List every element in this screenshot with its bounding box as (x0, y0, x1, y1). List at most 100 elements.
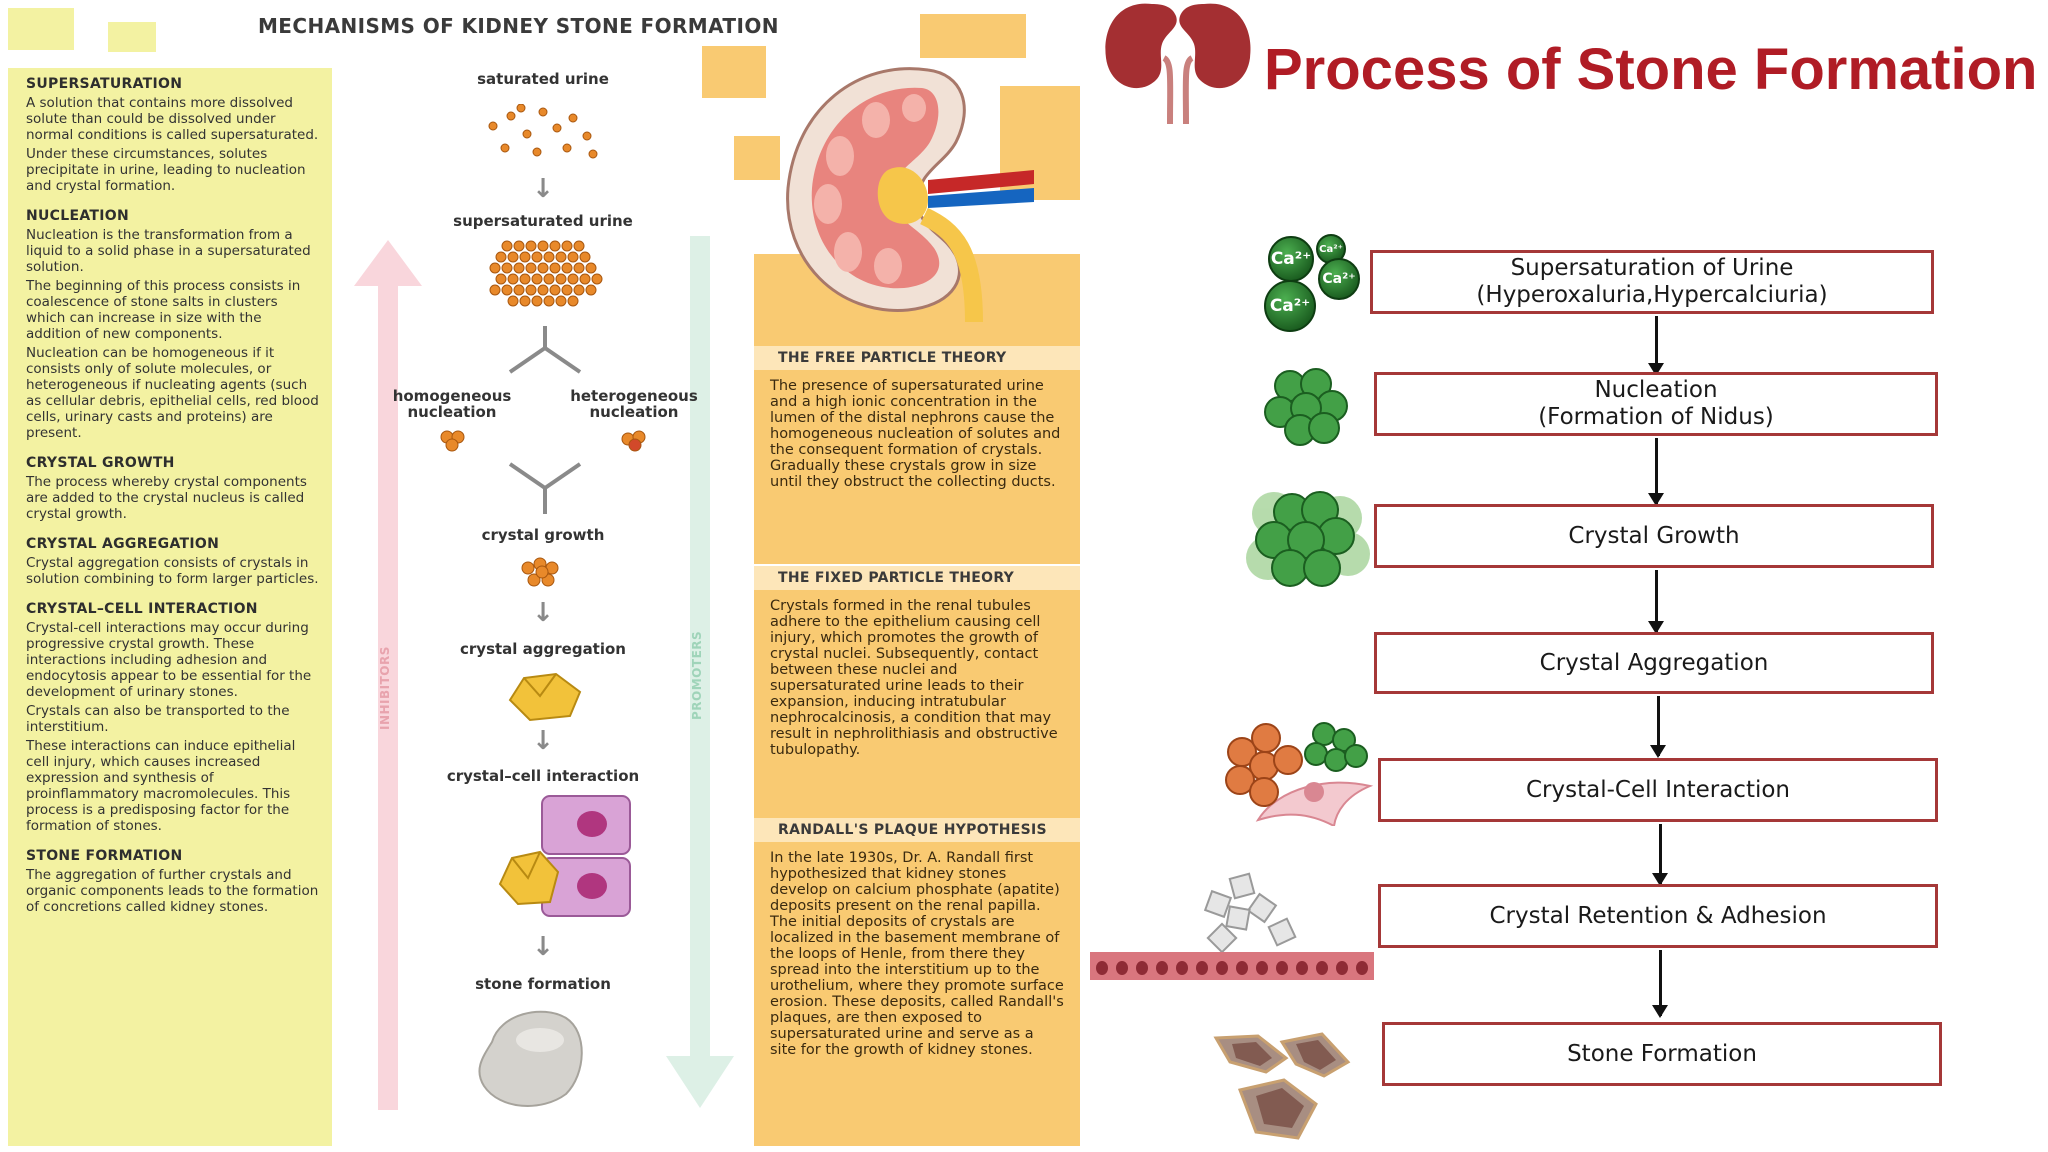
cell-nucleus (1216, 961, 1228, 975)
step-label: Crystal Aggregation (1539, 649, 1769, 676)
inhibitors-label-wrap: INHIBITORS (378, 640, 402, 730)
particle (501, 240, 513, 252)
flow-arrow (1648, 316, 1664, 376)
particle (531, 251, 543, 263)
promoters-arrow (666, 236, 734, 1108)
growth-cluster (521, 557, 559, 587)
particle (513, 284, 525, 296)
particle (507, 251, 519, 263)
cell-nucleus (1336, 961, 1348, 975)
calcium-ion-icon: Ca²⁺ (1264, 280, 1316, 332)
definition-title: CRYSTAL–CELL INTERACTION (26, 601, 258, 617)
particle (585, 284, 597, 296)
step-stone-formation: Stone Formation (1382, 1022, 1942, 1086)
particle (531, 295, 543, 307)
particle (543, 273, 555, 285)
calcium-ion-icon: Ca²⁺ (1268, 236, 1314, 282)
ion-label: Ca²⁺ (1322, 271, 1356, 287)
definition-text: The aggregation of further crystals and … (26, 867, 319, 915)
cell-nucleus (1316, 961, 1328, 975)
cell-nucleus (1196, 961, 1208, 975)
flow-crystal-growth: crystal growth (481, 526, 605, 544)
particle (495, 273, 507, 285)
particle (555, 273, 567, 285)
cell-nucleus (1096, 961, 1108, 975)
calcium-ion-icon: Ca²⁺ (1318, 258, 1360, 300)
definition-text: A solution that contains more dissolved … (26, 95, 319, 143)
particle (579, 251, 591, 263)
particle (507, 295, 519, 307)
step-label: Nucleation (1594, 377, 1718, 403)
flow-arrow (1652, 824, 1668, 886)
ion-label: Ca²⁺ (1270, 249, 1312, 269)
particle (573, 262, 585, 274)
flow-saturated-urine: saturated urine (477, 70, 609, 88)
nucleation-cluster-icon (1264, 368, 1348, 446)
fixed-particle-theory-panel: THE FIXED PARTICLE THEORY Crystals forme… (754, 566, 1080, 820)
step-sublabel: (Formation of Nidus) (1538, 404, 1774, 430)
particle (549, 284, 561, 296)
particle (543, 295, 555, 307)
flow-arrow (1648, 438, 1664, 506)
decor-block (702, 46, 766, 98)
down-arrow: ↓ (532, 598, 554, 628)
free-particle-theory-panel: THE FREE PARTICLE THEORY The presence of… (754, 346, 1080, 564)
particle (513, 240, 525, 252)
saturated-particles (488, 104, 598, 159)
particle (585, 262, 597, 274)
decor-block (108, 22, 156, 52)
particle (567, 251, 579, 263)
cell-nucleus (1236, 961, 1248, 975)
theory-text: The presence of supersaturated urine and… (770, 378, 1061, 490)
particle (543, 251, 555, 263)
particle (549, 240, 561, 252)
theory-text: Crystals formed in the renal tubules adh… (770, 598, 1058, 758)
particle (489, 284, 501, 296)
particle (555, 251, 567, 263)
particle (507, 273, 519, 285)
down-arrow: ↓ (532, 726, 554, 756)
definition-text: Under these circumstances, solutes preci… (26, 146, 306, 194)
particle (573, 240, 585, 252)
step-label: Crystal Retention & Adhesion (1489, 902, 1827, 929)
particle (537, 284, 549, 296)
definition-title: NUCLEATION (26, 208, 129, 224)
crystal-cell-interaction-icon (1225, 722, 1374, 826)
cell-nucleus (1296, 961, 1308, 975)
step-crystal-aggregation: Crystal Aggregation (1374, 632, 1934, 694)
decor-block (8, 8, 74, 50)
flow-stone-formation: stone formation (475, 975, 611, 993)
ion-label: Ca²⁺ (1319, 243, 1343, 255)
theory-text: In the late 1930s, Dr. A. Randall first … (770, 850, 1064, 1058)
promoters-label-wrap: PROMOTERS (690, 620, 714, 720)
particle (567, 295, 579, 307)
definition-text: Nucleation can be homogeneous if it cons… (26, 345, 319, 441)
process-title: Process of Stone Formation (1264, 37, 2038, 102)
step-label: Stone Formation (1567, 1040, 1757, 1067)
kidney-illustration (786, 67, 1034, 322)
cell-nucleus (1276, 961, 1288, 975)
particle (573, 284, 585, 296)
stone-formation-icon (1213, 1032, 1351, 1140)
definition-text: The beginning of this process consists i… (26, 278, 301, 342)
cell-nucleus (1176, 961, 1188, 975)
cell-nucleus (1256, 961, 1268, 975)
particle (519, 273, 531, 285)
particle (519, 295, 531, 307)
step-sublabel: (Hyperoxaluria,Hypercalciuria) (1476, 282, 1828, 308)
definition-text: Crystals can also be transported to the … (26, 703, 290, 735)
stone-illustration (478, 1010, 583, 1107)
flow-crystal-cell-interaction: crystal–cell interaction (446, 767, 640, 785)
kidneys-icon (1105, 3, 1251, 125)
cell-nucleus (1136, 961, 1148, 975)
cell-nucleus (1116, 961, 1128, 975)
particle (549, 262, 561, 274)
step-crystal-retention-adhesion: Crystal Retention & Adhesion (1378, 884, 1938, 948)
particle (489, 262, 501, 274)
cell-nucleus (1156, 961, 1168, 975)
decor-block (920, 14, 1026, 58)
ion-label: Ca²⁺ (1269, 296, 1311, 316)
theory-title: RANDALL'S PLAQUE HYPOTHESIS (754, 818, 1080, 842)
theory-title: THE FREE PARTICLE THEORY (754, 346, 1080, 370)
